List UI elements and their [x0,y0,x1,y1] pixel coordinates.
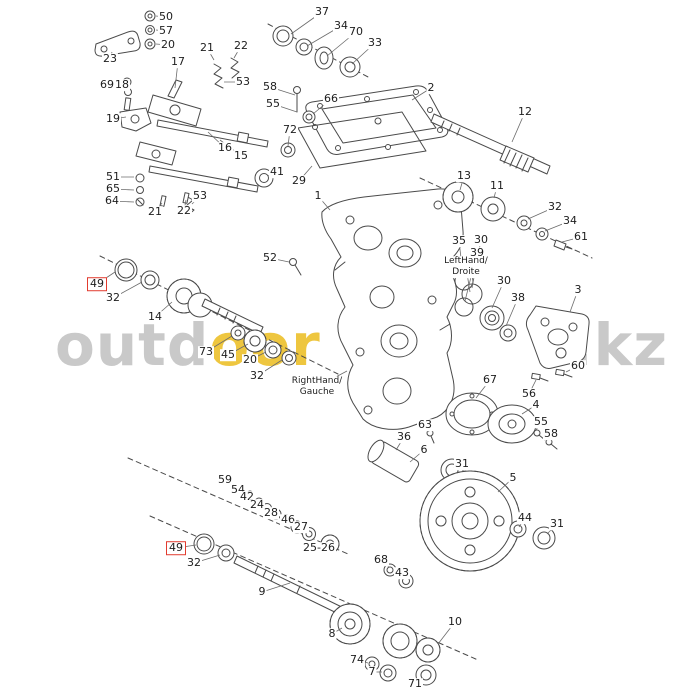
part-label: 21 [199,41,215,55]
part-label: 30 [473,233,489,247]
part-label: 63 [417,418,433,432]
part-label: 33 [367,36,383,50]
part-label: 19 [105,112,121,126]
upper-bearing-set [254,25,361,276]
part-label: 29 [291,174,307,188]
part-label: 6 [419,443,429,457]
part-label: 52 [262,251,278,265]
part-label: 32 [186,556,202,570]
part-label: 11 [489,179,505,193]
part-label: 57 [158,24,174,38]
part-label: 23 [102,52,118,66]
part-label: 22 [176,204,192,218]
end-cover [445,392,558,450]
part-label: 25-26 [302,541,336,555]
part-label: 36 [396,430,412,444]
part-label: 20 [242,353,258,367]
input-shaft [430,113,551,175]
side-plate [525,305,590,369]
part-label: 37 [314,5,330,19]
side-bearing [479,305,517,342]
part-label: 74 [349,653,365,667]
watermark-gray-segment: outd [55,311,210,379]
part-label-boxed: 49 [87,277,107,291]
part-label: 34 [562,214,578,228]
part-label: 32 [105,291,121,305]
top-cover [305,85,449,155]
part-label: 41 [269,165,285,179]
part-label: 73 [198,345,214,359]
part-label: 32 [547,200,563,214]
part-label: 27 [293,520,309,534]
part-label: 20 [160,38,176,52]
countershaft-assembly [114,258,297,366]
part-label: 22 [233,39,249,53]
direction-annotation: RightHand/Gauche [291,376,343,398]
large-gear [419,470,556,572]
part-label: 50 [158,10,174,24]
part-label: 35 [451,234,467,248]
part-label: 34 [333,19,349,33]
part-label: 43 [394,566,410,580]
part-label-boxed: 49 [166,541,186,555]
part-label: 13 [456,169,472,183]
cover-gasket [297,111,427,169]
part-label: 69 [99,78,115,92]
part-label: 68 [373,553,389,567]
part-label: 3 [573,283,583,297]
part-label: 44 [517,511,533,525]
part-label: 64 [104,194,120,208]
part-label: 8 [327,627,337,641]
part-label: 4 [531,398,541,412]
part-label: 70 [348,25,364,39]
part-label: 32 [249,369,265,383]
part-label: 5 [508,471,518,485]
part-label: 21 [147,205,163,219]
part-label: 12 [517,105,533,119]
part-label: 65 [105,182,121,196]
direction-annotation: LeftHand/Droite [444,256,488,278]
part-label: 7 [367,665,377,679]
part-label: 45 [220,348,236,362]
part-label: 28 [263,506,279,520]
input-gear-set [442,181,573,251]
plate-bolts [531,368,573,382]
part-label: 31 [454,457,470,471]
part-label: 16 [217,141,233,155]
part-label: 9 [257,585,267,599]
part-label: 31 [549,517,565,531]
part-label: 67 [482,373,498,387]
part-label: 55 [265,97,281,111]
part-label: 55 [533,415,549,429]
part-label: 17 [170,55,186,69]
part-label: 1 [313,189,323,203]
part-label: 30 [496,274,512,288]
part-label: 15 [233,149,249,163]
part-label: 58 [262,80,278,94]
gearbox-housing [321,188,464,430]
part-label: 51 [105,170,121,184]
part-label: 18 [114,78,130,92]
part-label: 10 [447,615,463,629]
part-label: 14 [147,310,163,324]
part-label: 2 [426,81,436,95]
part-label: 53 [235,75,251,89]
part-label: 53 [192,189,208,203]
part-label: 66 [323,92,339,106]
part-label: 72 [282,123,298,137]
part-label: 58 [543,427,559,441]
part-label: 71 [407,677,423,691]
part-label: 38 [510,291,526,305]
part-label: 61 [573,230,589,244]
part-label: 60 [570,359,586,373]
